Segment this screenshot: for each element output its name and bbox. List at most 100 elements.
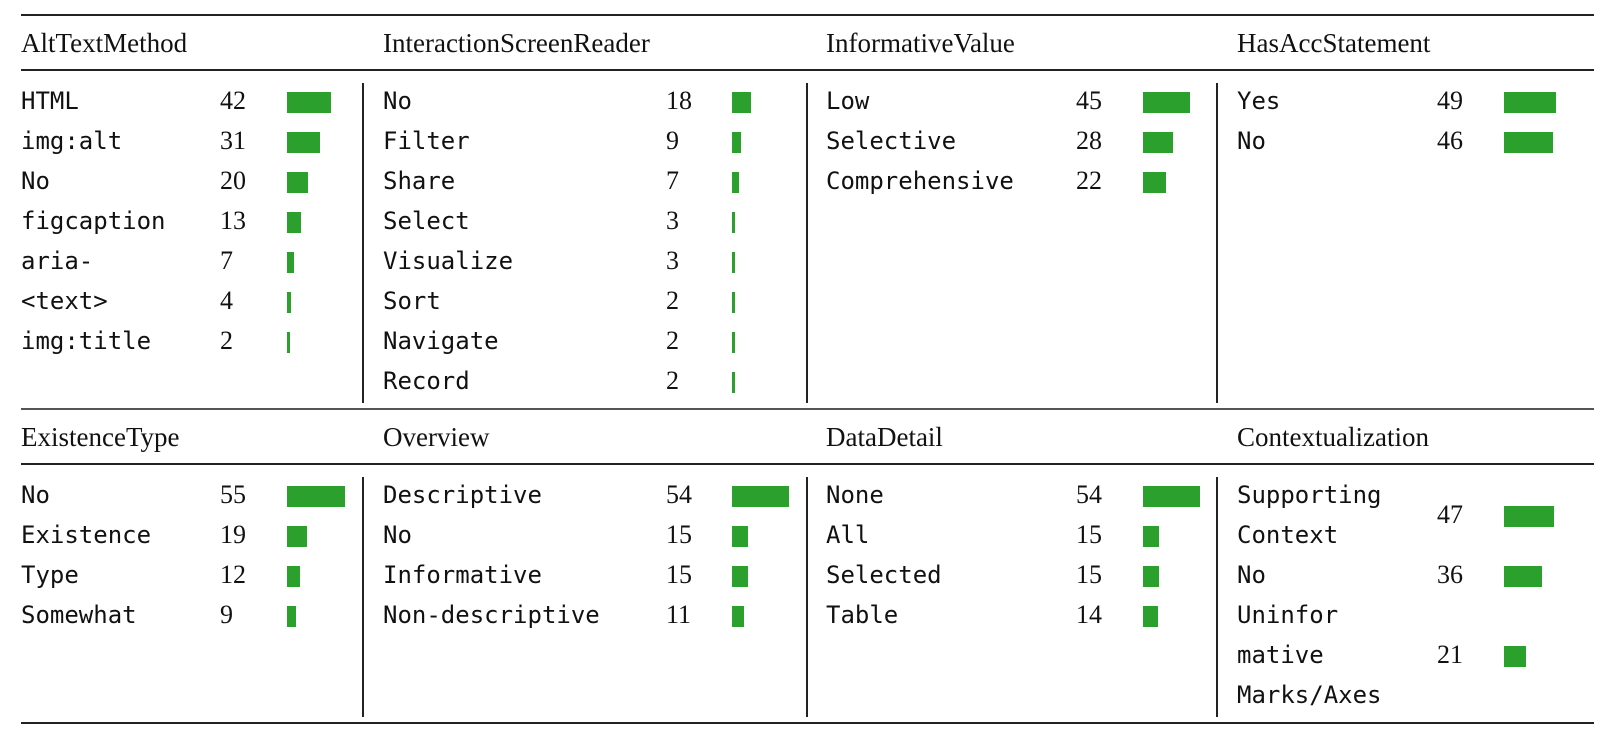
row-label: <text> xyxy=(21,287,108,316)
row-label: All xyxy=(826,521,870,550)
row-count: 31 xyxy=(220,125,246,155)
row-count: 55 xyxy=(220,479,246,509)
row-count: 11 xyxy=(666,599,692,629)
row-bar xyxy=(732,606,744,627)
row-count: 12 xyxy=(220,559,246,589)
row-label: Existence xyxy=(21,521,152,550)
row-label: Table xyxy=(826,601,899,630)
row-label: Marks/Axes xyxy=(1237,681,1382,710)
group-title: InteractionScreenReader xyxy=(383,28,650,59)
row-bar xyxy=(287,566,300,587)
row-bar xyxy=(732,566,748,587)
row-count: 2 xyxy=(666,365,679,395)
row-count: 4 xyxy=(220,285,233,315)
row-label: Low xyxy=(826,87,870,116)
column-divider xyxy=(1216,477,1218,717)
row-count: 2 xyxy=(666,325,679,355)
row-bar xyxy=(1143,606,1158,627)
row-bar xyxy=(287,486,345,507)
row-count: 7 xyxy=(220,245,233,275)
row-label: Selective xyxy=(826,127,957,156)
row-count: 2 xyxy=(666,285,679,315)
row-bar xyxy=(1143,566,1159,587)
row-bar xyxy=(287,332,290,353)
header-rule-2 xyxy=(21,463,1594,465)
column-divider xyxy=(1216,83,1218,403)
group-title: Contextualization xyxy=(1237,422,1429,453)
row-label: img:alt xyxy=(21,127,123,156)
row-count: 18 xyxy=(666,85,692,115)
row-bar xyxy=(287,606,296,627)
row-label: No xyxy=(383,87,412,116)
row-label: Select xyxy=(383,207,470,236)
row-bar xyxy=(732,252,735,273)
row-bar xyxy=(732,92,751,113)
row-count: 28 xyxy=(1076,125,1102,155)
row-bar xyxy=(287,252,294,273)
row-count: 15 xyxy=(666,519,692,549)
row-label: Somewhat xyxy=(21,601,137,630)
row-label: Share xyxy=(383,167,456,196)
row-bar xyxy=(732,486,789,507)
row-bar xyxy=(732,292,735,313)
row-bar xyxy=(1504,646,1526,667)
row-bar xyxy=(287,172,308,193)
row-bar xyxy=(1504,132,1553,153)
row-label: img:title xyxy=(21,327,152,356)
row-bar xyxy=(1143,486,1200,507)
row-label: Non-descriptive xyxy=(383,601,600,630)
group-title: ExistenceType xyxy=(21,422,180,453)
row-bar xyxy=(287,212,301,233)
row-label: Navigate xyxy=(383,327,499,356)
group-title: InformativeValue xyxy=(826,28,1015,59)
row-bar xyxy=(732,172,739,193)
row-label: No xyxy=(21,167,50,196)
row-bar xyxy=(287,132,320,153)
row-label: aria- xyxy=(21,247,94,276)
row-label: Visualize xyxy=(383,247,514,276)
row-count: 49 xyxy=(1437,85,1463,115)
row-bar xyxy=(1504,92,1556,113)
row-bar xyxy=(1143,132,1173,153)
row-bar xyxy=(287,292,291,313)
row-label: No xyxy=(1237,127,1266,156)
row-label: No xyxy=(383,521,412,550)
row-count: 3 xyxy=(666,205,679,235)
section-rule xyxy=(21,408,1594,410)
row-label: HTML xyxy=(21,87,79,116)
row-bar xyxy=(732,332,735,353)
row-count: 20 xyxy=(220,165,246,195)
row-count: 9 xyxy=(666,125,679,155)
row-count: 14 xyxy=(1076,599,1102,629)
row-count: 47 xyxy=(1437,499,1463,529)
header-rule-1 xyxy=(21,69,1594,71)
row-count: 9 xyxy=(220,599,233,629)
row-label: Context xyxy=(1237,521,1339,550)
row-count: 21 xyxy=(1437,639,1463,669)
row-label: Supporting xyxy=(1237,481,1382,510)
row-count: 42 xyxy=(220,85,246,115)
row-label: Type xyxy=(21,561,79,590)
group-title: AltTextMethod xyxy=(21,28,188,59)
group-title: Overview xyxy=(383,422,490,453)
row-bar xyxy=(1143,526,1159,547)
row-bar xyxy=(732,526,748,547)
column-divider xyxy=(362,83,364,403)
row-label: Selected xyxy=(826,561,942,590)
row-count: 45 xyxy=(1076,85,1102,115)
row-label: No xyxy=(21,481,50,510)
row-bar xyxy=(287,526,307,547)
row-bar xyxy=(287,92,331,113)
row-count: 36 xyxy=(1437,559,1463,589)
row-bar xyxy=(1143,92,1190,113)
row-label: Uninfor xyxy=(1237,601,1339,630)
top-rule xyxy=(21,14,1594,16)
row-count: 54 xyxy=(1076,479,1102,509)
row-count: 54 xyxy=(666,479,692,509)
row-bar xyxy=(1504,566,1542,587)
row-count: 2 xyxy=(220,325,233,355)
row-count: 15 xyxy=(1076,519,1102,549)
row-count: 3 xyxy=(666,245,679,275)
row-bar xyxy=(732,372,735,393)
